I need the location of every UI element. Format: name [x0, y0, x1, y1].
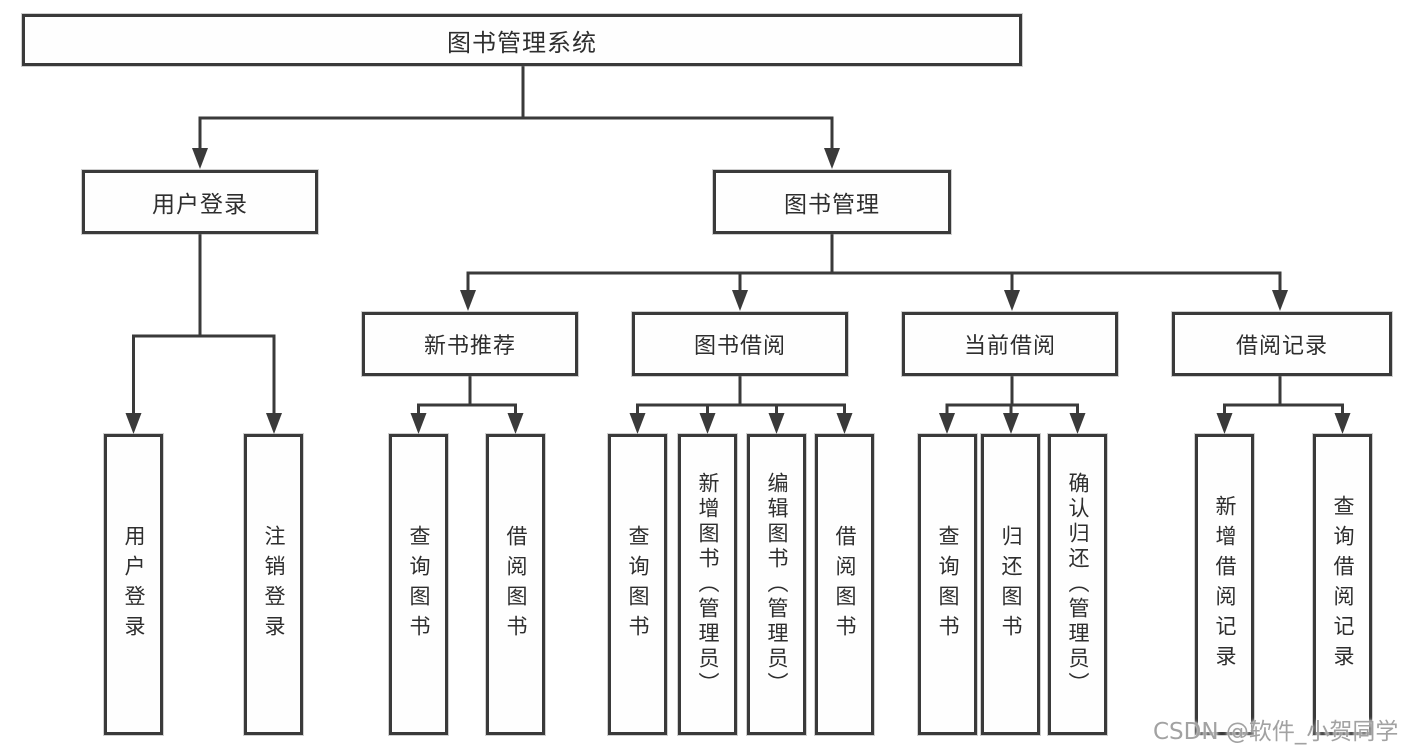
arrow-down-icon: [768, 413, 785, 434]
node-label: 新书推荐: [423, 334, 516, 359]
node-book-management: 图书管理: [713, 170, 951, 234]
leaf-logout: 注销登录: [244, 434, 303, 735]
arrow-down-icon: [732, 290, 748, 311]
arrow-down-icon: [192, 148, 208, 169]
arrow-down-icon: [1216, 413, 1233, 434]
arrow-down-icon: [1003, 413, 1019, 434]
arrowheads: [125, 148, 1351, 434]
csdn-watermark: CSDN @软件_小贺同学: [1153, 719, 1399, 745]
leaf-borrow-query-books: 查询图书: [608, 434, 667, 735]
node-label: 确认归还（管理员）: [1066, 472, 1090, 697]
arrow-down-icon: [507, 413, 524, 434]
node-label: 用户登录: [122, 524, 146, 645]
arrow-down-icon: [699, 413, 716, 434]
node-label: 注销登录: [262, 524, 286, 645]
arrow-down-icon: [1334, 413, 1351, 434]
leaf-records-query-record: 查询借阅记录: [1313, 434, 1372, 735]
leaf-borrow-add-books-admin: 新增图书（管理员）: [678, 434, 737, 735]
node-book-borrow: 图书借阅: [632, 312, 848, 376]
arrow-down-icon: [629, 413, 646, 434]
node-label: 查询图书: [407, 524, 431, 645]
node-label: 图书借阅: [693, 334, 786, 359]
arrow-down-icon: [836, 413, 853, 434]
node-label: 用户登录: [152, 192, 248, 218]
arrow-down-icon: [1272, 290, 1288, 311]
leaf-current-query-books: 查询图书: [918, 434, 977, 735]
node-label: 查询图书: [626, 524, 650, 645]
arrow-down-icon: [410, 413, 427, 434]
node-label: 编辑图书（管理员）: [765, 472, 789, 697]
arrow-down-icon: [1069, 413, 1086, 434]
node-label: 借阅图书: [504, 524, 528, 645]
node-label: 新增借阅记录: [1213, 494, 1237, 675]
leaf-current-return-books: 归还图书: [981, 434, 1040, 735]
node-library-management-system: 图书管理系统: [22, 14, 1022, 66]
node-user-login: 用户登录: [82, 170, 318, 234]
node-label: 借阅图书: [833, 524, 857, 645]
arrow-down-icon: [824, 148, 840, 169]
arrow-down-icon: [1004, 290, 1020, 311]
arrow-down-icon: [266, 413, 282, 434]
arrow-down-icon: [939, 413, 955, 434]
arrow-down-icon: [460, 290, 476, 311]
node-label: 图书管理: [784, 192, 880, 218]
node-label: 归还图书: [999, 524, 1023, 645]
leaf-user-login: 用户登录: [104, 434, 163, 735]
leaf-recommend-query-books: 查询图书: [389, 434, 448, 735]
node-current-borrow: 当前借阅: [902, 312, 1118, 376]
node-label: 借阅记录: [1235, 334, 1328, 359]
node-label: 查询图书: [936, 524, 960, 645]
leaf-records-add-record: 新增借阅记录: [1195, 434, 1254, 735]
node-borrow-records: 借阅记录: [1172, 312, 1392, 376]
node-label: 查询借阅记录: [1331, 494, 1355, 675]
connector-lines: [132, 66, 1344, 416]
leaf-borrow-edit-books-admin: 编辑图书（管理员）: [747, 434, 806, 735]
node-label: 新增图书（管理员）: [696, 472, 720, 697]
arrow-down-icon: [125, 413, 142, 434]
node-label: 图书管理系统: [447, 28, 597, 57]
leaf-current-confirm-return-admin: 确认归还（管理员）: [1048, 434, 1107, 735]
leaf-borrow-borrow-books: 借阅图书: [815, 434, 874, 735]
node-new-book-recommend: 新书推荐: [362, 312, 578, 376]
leaf-recommend-borrow-books: 借阅图书: [486, 434, 545, 735]
node-label: 当前借阅: [963, 334, 1056, 359]
